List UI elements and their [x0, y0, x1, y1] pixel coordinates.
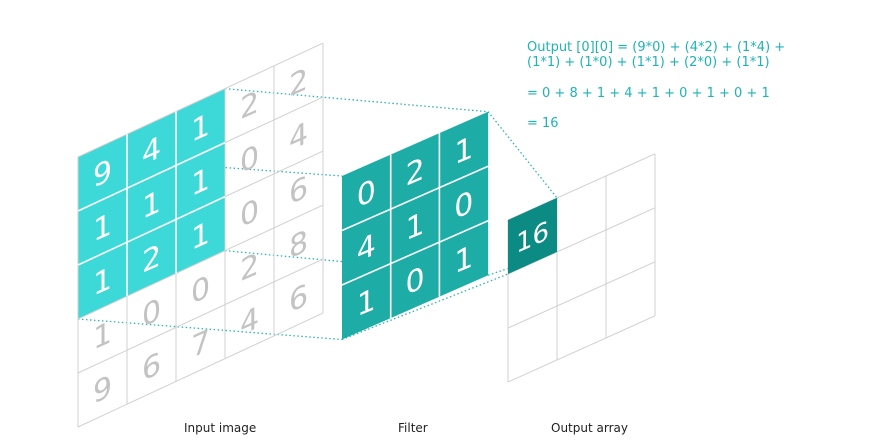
- input-cell-value: 4: [289, 116, 308, 159]
- filter-cell-value: 1: [357, 282, 376, 325]
- output-first-cell: [508, 197, 557, 274]
- input-cell-value: 1: [191, 107, 210, 150]
- input-cell-value: 1: [93, 207, 112, 250]
- input-cell-value: 8: [289, 224, 308, 267]
- grid-line: [77, 42, 324, 158]
- input-cell-value: 6: [142, 346, 161, 389]
- input-cell-value: 1: [93, 261, 112, 304]
- grid-line: [77, 312, 324, 428]
- input-cell-value: 6: [289, 278, 308, 321]
- filter-cell-value: 0: [357, 173, 376, 216]
- formula-line-2: (1*1) + (1*0) + (1*1) + (2*0) + (1*1): [527, 55, 770, 70]
- input-cell-value: 4: [142, 130, 161, 173]
- grid-line: [507, 261, 656, 329]
- filter-cell-value: 1: [454, 239, 473, 282]
- filter-cell-value: 0: [406, 260, 425, 303]
- grid-line: [77, 204, 324, 320]
- input-cell-value: 0: [240, 138, 259, 181]
- input-cell-value: 0: [142, 292, 161, 335]
- connector-line: [224, 87, 489, 113]
- grid-line: [77, 258, 324, 374]
- filter-cell-value: 4: [357, 227, 376, 270]
- formula-line-1: Output [0][0] = (9*0) + (4*2) + (1*4) +: [527, 40, 786, 55]
- input-cell-value: 0: [240, 192, 259, 235]
- filter-cell-value: 2: [406, 151, 425, 194]
- filter-label: Filter: [398, 421, 428, 435]
- connector-line: [77, 318, 343, 341]
- input-cell-value: 1: [93, 315, 112, 358]
- input-cell-value: 2: [240, 84, 259, 127]
- input-cell-value: 0: [191, 269, 210, 312]
- filter-cell-value: 1: [406, 206, 425, 249]
- input-cell-value: 9: [93, 153, 112, 196]
- filter-cell-value: 0: [454, 184, 473, 227]
- input-cell-value: 1: [142, 184, 161, 227]
- filter-fill: [342, 111, 489, 340]
- filter-cell-value: 1: [454, 130, 473, 173]
- highlight-divider: [77, 195, 226, 266]
- grid-line: [507, 207, 656, 275]
- connector-line: [341, 273, 509, 341]
- input-image-label: Input image: [184, 421, 257, 435]
- grid-line: [507, 315, 656, 383]
- input-cell-value: 1: [191, 161, 210, 204]
- filter-divider: [341, 219, 489, 286]
- output-array-label: Output array: [551, 421, 628, 435]
- output-array-grid: 16: [507, 153, 656, 383]
- input-highlight-region: [78, 88, 225, 319]
- input-cell-value: 2: [240, 246, 259, 289]
- input-cell-value: 2: [289, 62, 308, 105]
- formula-line-3: = 0 + 8 + 1 + 4 + 1 + 0 + 1 + 0 + 1: [527, 86, 770, 101]
- formula-line-4: = 16: [527, 116, 559, 131]
- input-cell-value: 6: [289, 170, 308, 213]
- filter-divider: [341, 165, 489, 232]
- input-cell-value: 9: [93, 369, 112, 412]
- input-cell-value: 1: [191, 215, 210, 258]
- input-cell-value: 7: [191, 323, 210, 366]
- highlight-divider: [77, 141, 226, 212]
- input-cell-value: 2: [142, 238, 161, 281]
- input-cell-value: 4: [240, 300, 259, 343]
